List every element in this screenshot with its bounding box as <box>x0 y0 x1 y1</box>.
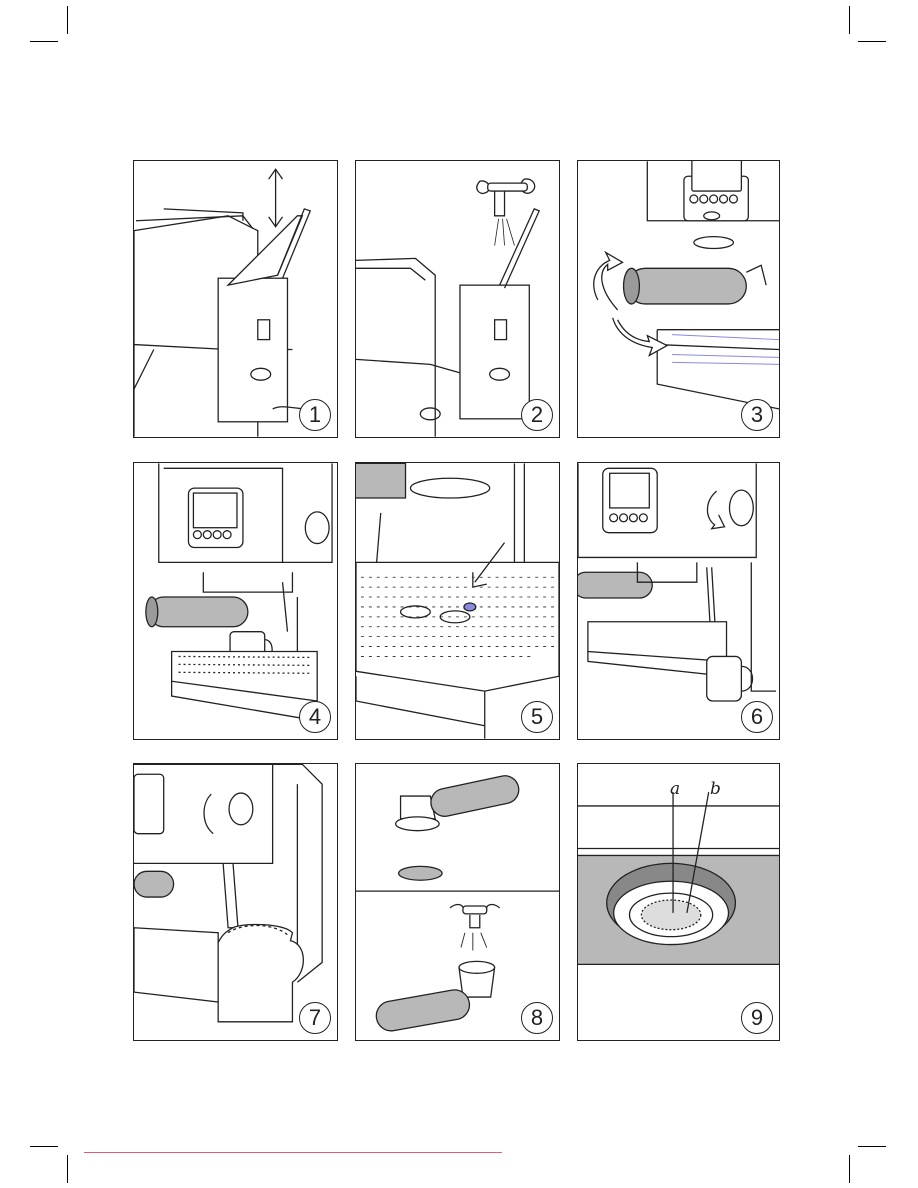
espresso-cup-illustration <box>134 463 337 739</box>
fill-tank-illustration <box>356 161 559 437</box>
steam-mug-illustration <box>578 463 779 739</box>
callout-a: a <box>670 779 680 799</box>
panel-6: 6 <box>577 462 780 740</box>
crop-mark <box>858 41 886 42</box>
step-number-5: 5 <box>521 701 553 733</box>
panel-9: a b 9 <box>577 763 780 1041</box>
step-number-2: 2 <box>521 399 553 431</box>
panel-5: 5 <box>355 462 560 740</box>
step-number-7: 7 <box>299 1002 331 1034</box>
panel-1: 1 <box>133 160 338 438</box>
crop-mark <box>30 41 58 42</box>
water-tank-illustration <box>134 161 337 437</box>
step-number-6: 6 <box>741 701 773 733</box>
crop-mark <box>67 1155 68 1183</box>
panel-7: 7 <box>133 763 338 1041</box>
crop-mark <box>849 6 850 34</box>
panel-2: 2 <box>355 160 560 438</box>
clean-filter-holder-illustration <box>356 764 559 1040</box>
panel-8: 8 <box>355 763 560 1041</box>
crop-mark <box>858 1146 886 1147</box>
drip-tray-illustration <box>356 463 559 739</box>
milk-jug-illustration <box>134 764 337 1040</box>
panel-3: 3 <box>577 160 780 438</box>
crop-mark <box>67 6 68 34</box>
rotate-filter-holder-illustration <box>578 161 779 437</box>
panel-4: 4 <box>133 462 338 740</box>
step-number-1: 1 <box>299 399 331 431</box>
crop-mark <box>849 1155 850 1183</box>
step-number-3: 3 <box>741 399 773 431</box>
step-number-4: 4 <box>299 701 331 733</box>
step-number-8: 8 <box>521 1002 553 1034</box>
callout-b: b <box>710 779 721 799</box>
brew-head-illustration <box>578 764 779 1040</box>
step-number-9: 9 <box>741 1002 773 1034</box>
trim-line <box>84 1152 502 1153</box>
crop-mark <box>30 1146 58 1147</box>
